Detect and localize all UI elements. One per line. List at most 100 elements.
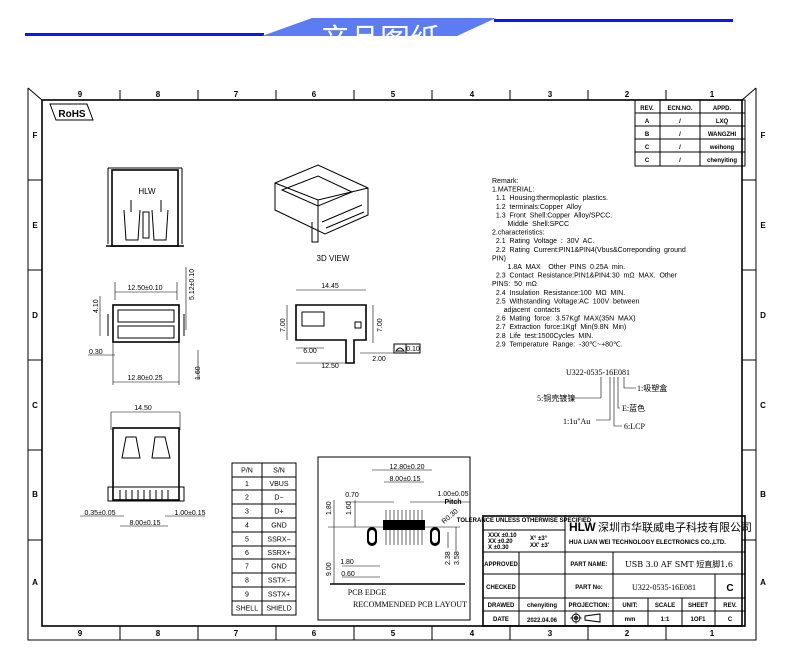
remark-line: 2.4 Insulation Resistance:100 MΩ MIN. [492, 290, 625, 297]
pcb-dim-pitch: 1.00±0.05 [437, 491, 468, 498]
pin-number: 4 [245, 523, 249, 530]
rev-cell: weihong [709, 145, 735, 151]
banner: 产品图纸 [25, 18, 733, 58]
remark-line: 2.2 Rating Current:PIN1&PIN4(Vbus&Correp… [492, 247, 686, 254]
sheet-value: 1OF1 [690, 617, 706, 623]
rev-cell: LXQ [716, 119, 729, 125]
remark-line: adjacent contacts [492, 307, 561, 314]
company-name-cn: 深圳市华联威电子科技有限公司 [598, 520, 752, 534]
revision-table: REV.ECN.NO.APPD.A/LXQB/WANGZHIC/weihongC… [634, 99, 746, 167]
ang-line-2: XX' ±3' [530, 543, 550, 549]
pcb-dim-slot-h2: 3.58 [454, 551, 461, 565]
3d-view-label: 3D VIEW [317, 254, 350, 263]
column-label: 6 [312, 90, 317, 99]
row-label-right: B [760, 490, 766, 499]
rev-header: REV. [640, 106, 654, 112]
pcb-dim-slot-h: 2.38 [445, 551, 452, 565]
part-no-value: U322-0535-16E081 [632, 583, 696, 592]
dim-pin-width: 0.35±0.05 [84, 510, 115, 517]
rev-cell: chenyiting [707, 158, 737, 164]
pin-header: P/N [241, 468, 253, 475]
column-label-bottom: 3 [548, 629, 553, 638]
remark-line: 2.7 Extraction force:1Kgf Min(9.8N Min) [492, 324, 626, 331]
row-label: C [32, 401, 38, 410]
pin-number: 5 [245, 537, 249, 544]
dim-length: 14.45 [321, 283, 339, 290]
ang-line-1: X° ±3° [530, 536, 548, 542]
rev-cell: C [645, 158, 650, 164]
rev-cell: WANGZHI [708, 132, 737, 138]
rev-big: C [726, 583, 733, 594]
pin-header: S/N [273, 468, 285, 475]
row-label-right: A [760, 578, 766, 587]
flatness-value: 0.10 [406, 346, 420, 353]
column-label-bottom: 7 [234, 629, 239, 638]
column-label: 5 [391, 90, 396, 99]
rev-cell: / [679, 132, 681, 138]
rev-header: ECN.NO. [667, 106, 692, 112]
remark-line: 1.2 terminals:Copper Alloy [492, 204, 582, 211]
pcb-dim-pad-width: 0.70 [345, 492, 359, 499]
dim-height-left: 4.10 [93, 299, 100, 313]
rev-label: REV. [723, 603, 737, 609]
pin-number: 6 [245, 550, 249, 557]
dim-pin-length: 1.60 [195, 366, 202, 380]
date-value: 2022.04.06 [527, 618, 558, 624]
remark-line: 2.8 Life test:1500Cycles MIN. [492, 333, 593, 340]
projection-label: PROJECTION: [568, 603, 609, 609]
sheet-label: SHEET [688, 603, 708, 609]
rev-value: C [728, 617, 733, 623]
pin-signal: VBUS [269, 481, 288, 488]
projection-symbol-icon [570, 612, 601, 624]
row-label: E [32, 221, 38, 230]
company-name-en: HUA LIAN WEI TECHNOLOGY ELECTRONICS CO.,… [569, 540, 726, 546]
column-label: 9 [78, 90, 83, 99]
tol-line-3: X ±0.30 [488, 545, 509, 551]
dim-width-bottom: 12.80±0.25 [128, 375, 163, 382]
pin-number: 1 [245, 481, 249, 488]
scale-label: SCALE [655, 603, 675, 609]
column-label: 8 [156, 90, 161, 99]
tolerance-title: TOLERANCE UNLESS OTHERWISE SPECIFIED [457, 518, 592, 524]
row-label-right: C [760, 401, 766, 410]
pin-signal: SSRX+ [267, 550, 290, 557]
row-label-right: E [760, 221, 766, 230]
side-view: 14.45 7.00 7.00 6.00 12.50 2.00 0.10 [280, 283, 421, 370]
column-label: 3 [548, 90, 553, 99]
dim-pin-pitch: 1.00±0.15 [174, 510, 205, 517]
pcb-pitch-label: Pitch [444, 499, 461, 506]
note-color: E:蓝色 [622, 403, 645, 413]
pcb-dim-h1: 1.80 [326, 501, 333, 515]
rohs-mark: RoHS [49, 103, 94, 121]
bottom-view: 14.50 0.35±0.05 1.00±0.15 8.00±0.15 [80, 405, 206, 527]
pin-number: 2 [245, 495, 249, 502]
title-block: TOLERANCE UNLESS OTHERWISE SPECIFIED XXX… [457, 515, 752, 627]
approved-label: APPROVED [484, 562, 518, 568]
remark-line: Middle Shell:SPCC [492, 221, 569, 228]
row-label: A [32, 578, 38, 587]
front-view: HLW [106, 167, 184, 247]
dim-width-top: 12.50±0.10 [128, 285, 163, 292]
remark-line: 2.3 Contact Resistance:PIN1&PIN4:30 mΩ M… [492, 273, 678, 280]
drawed-label: DRAWED [488, 603, 515, 609]
rev-cell: / [679, 158, 681, 164]
remark-line: 2.6 Mating force: 3.57Kgf MAX(35N MAX) [492, 316, 636, 323]
company-logo: HLW [569, 520, 596, 534]
part-code: U322-0535-16E081 [566, 368, 630, 377]
pcb-dim-h2: 1.60 [346, 501, 353, 515]
remark-line: 2.characteristics: [492, 230, 545, 237]
column-label-bottom: 2 [625, 629, 630, 638]
remark-line: 2.9 Temperature Range: -30℃~+80℃. [492, 341, 623, 348]
frame-outer [27, 88, 757, 641]
rev-cell: / [679, 119, 681, 125]
note-shell: 5:铜壳镀镍 [537, 393, 575, 403]
column-label-bottom: 9 [78, 629, 83, 638]
rev-cell: C [645, 145, 650, 151]
column-label: 7 [234, 90, 239, 99]
part-name-label: PART NAME: [570, 562, 607, 568]
scale-value: 1:1 [661, 617, 670, 623]
pin-signal: SHIELD [266, 606, 291, 613]
remark-line: 1.3 Front Shell:Copper Alloy/SPCC. [492, 212, 612, 219]
